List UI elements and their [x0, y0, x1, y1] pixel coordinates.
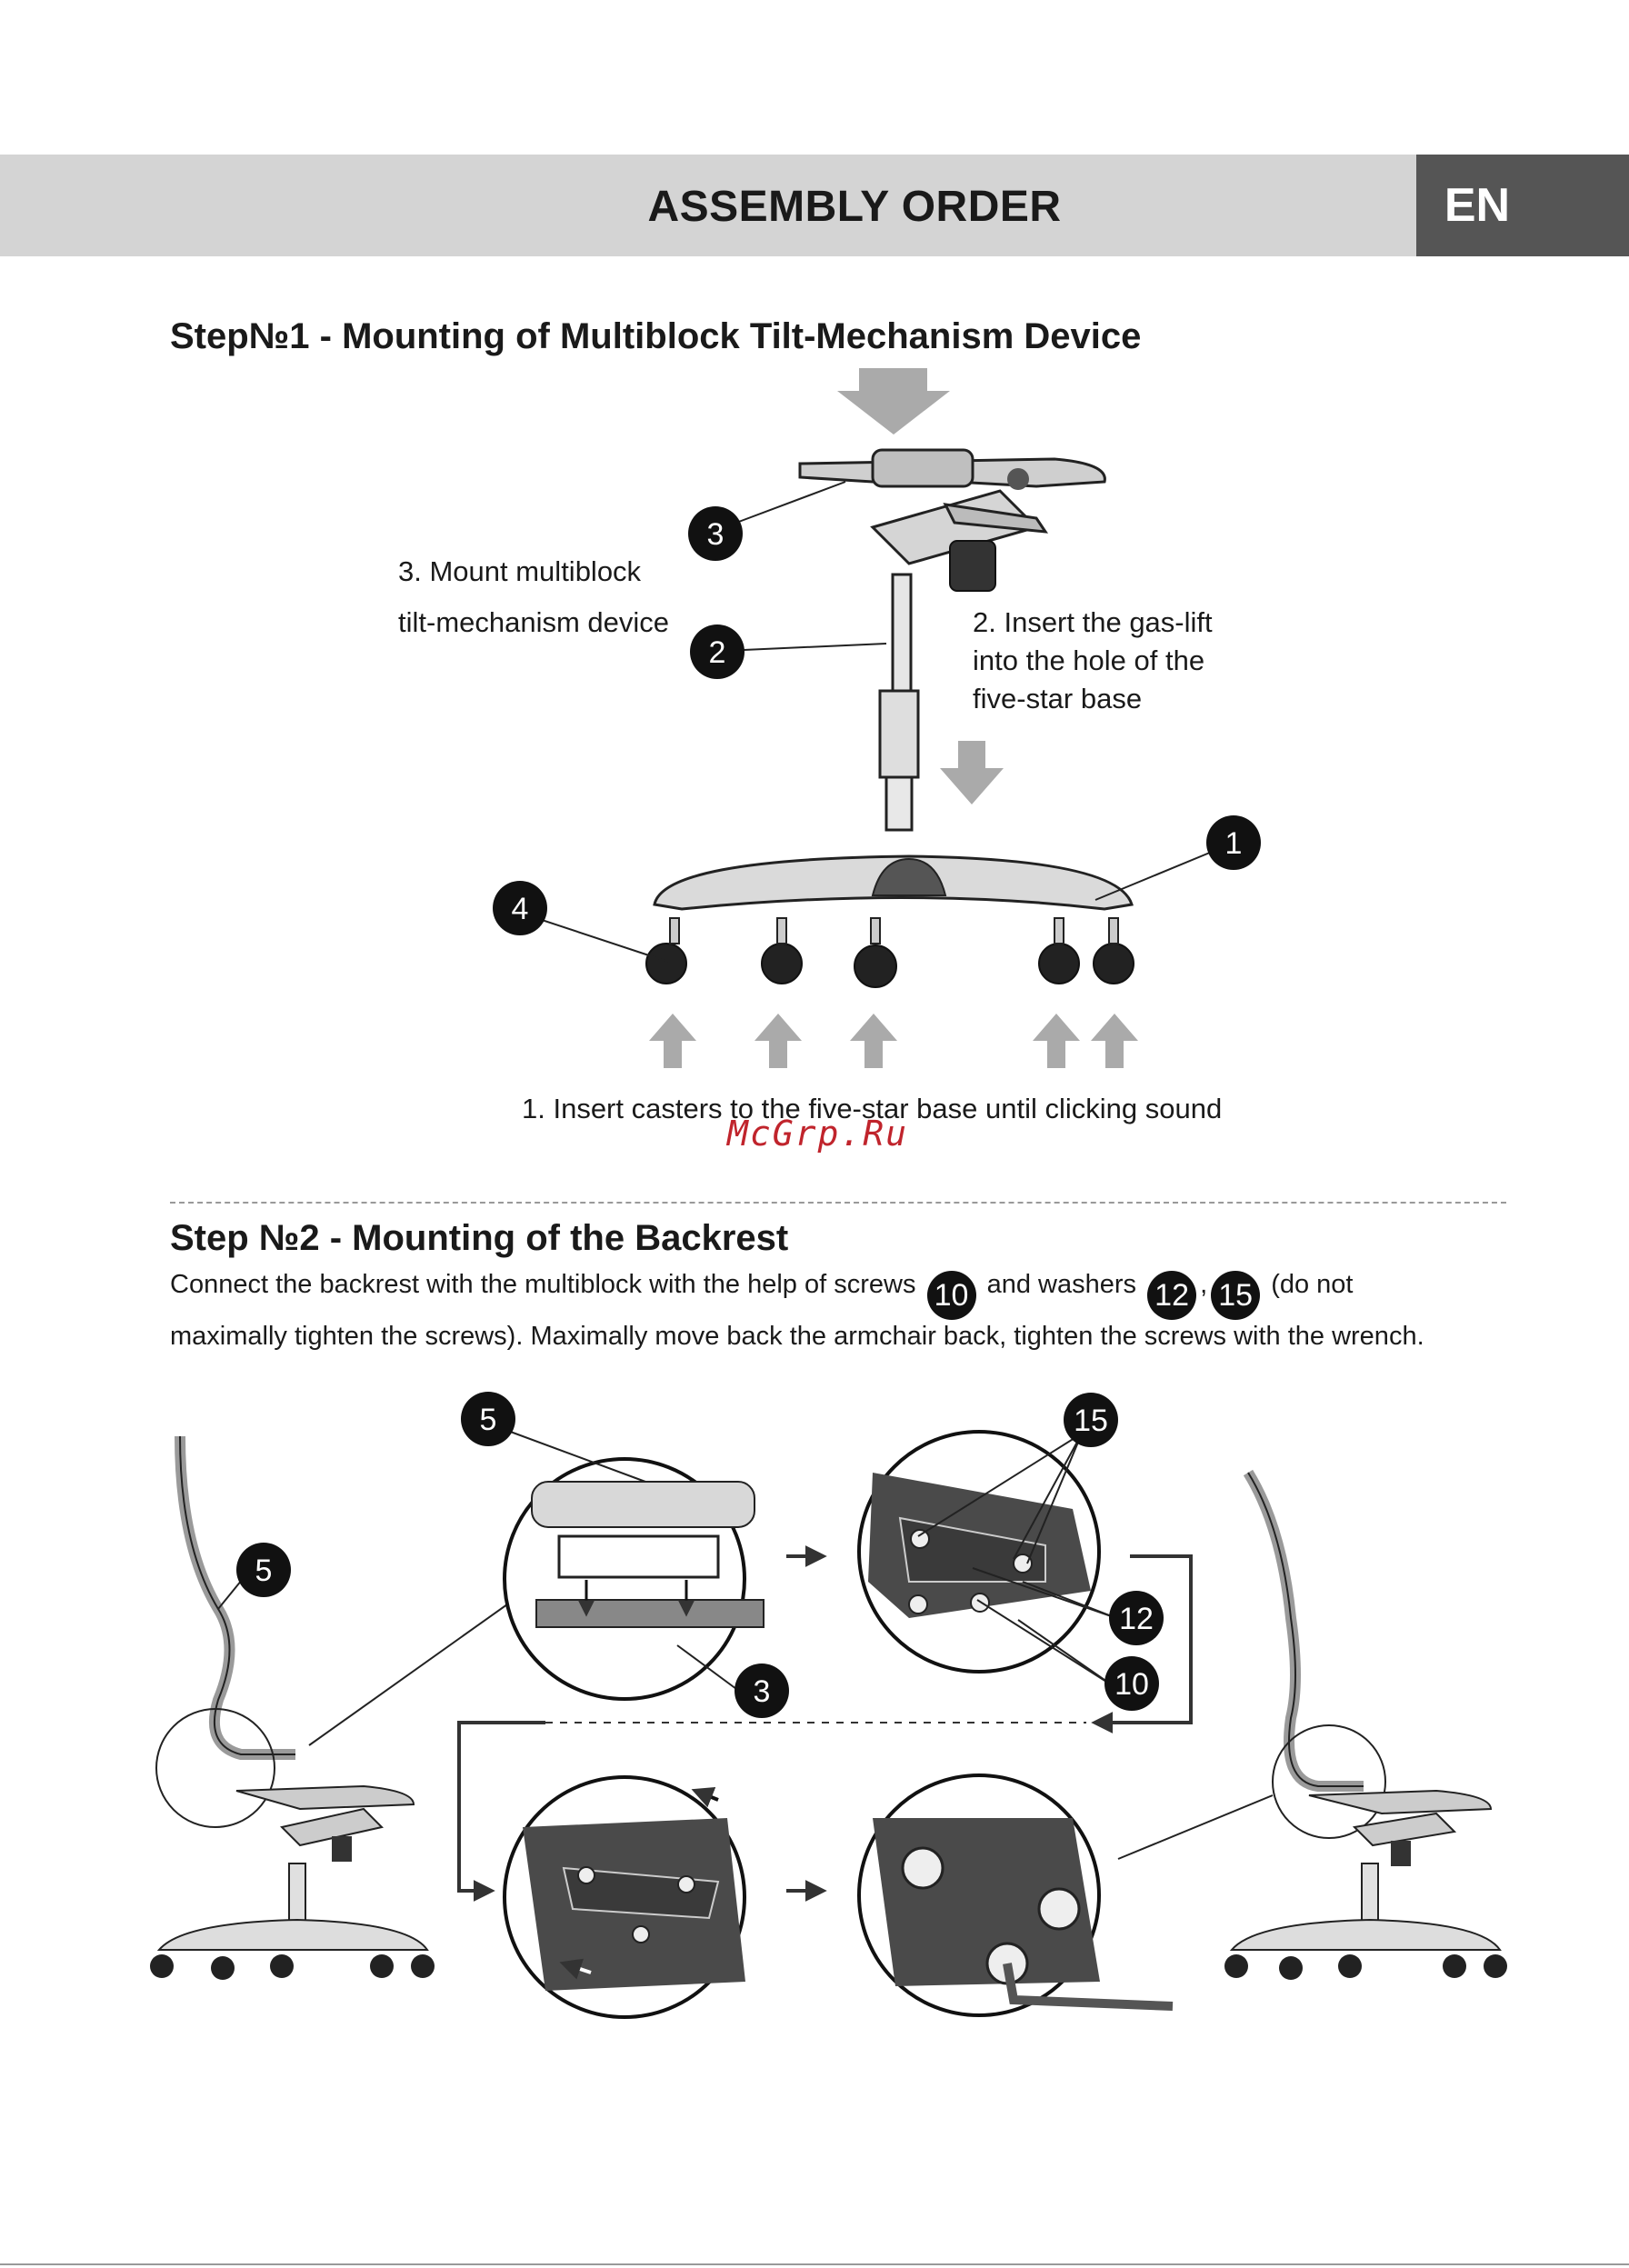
step1-caption-3-line2: tilt-mechanism device: [398, 606, 670, 638]
right-chair-illustration: [1224, 1469, 1507, 1980]
callout-15: 15: [1074, 1404, 1108, 1438]
header-bar: [0, 155, 1416, 256]
callout-12: 12: [1119, 1602, 1154, 1636]
step2-instructions: Connect the backrest with the multiblock…: [170, 1268, 1534, 1353]
gas-lift-illustration: [878, 573, 1004, 832]
callout-1: 1: [1225, 826, 1243, 861]
step2-callouts: 5 5 3 15 12 10: [236, 1392, 1164, 1718]
bottom-rule: [0, 2263, 1629, 2265]
callout-3-detail: 3: [754, 1674, 771, 1709]
detail-circle-wrench: [857, 1773, 1174, 2017]
detail-circle-backrest-joint: [503, 1457, 765, 1701]
step2-text-c: ,: [1200, 1270, 1208, 1299]
callout-5-left: 5: [255, 1554, 273, 1588]
detail-circle-screws-washers: [857, 1430, 1101, 1674]
step2-text-a: Connect the backrest with the multiblock…: [170, 1270, 916, 1299]
down-arrow-icon: [940, 741, 1004, 804]
callout-5-top: 5: [480, 1403, 497, 1437]
step2-title: Step №2 - Mounting of the Backrest: [170, 1218, 789, 1258]
washer-badge-15: 15: [1211, 1271, 1261, 1320]
callout-10: 10: [1114, 1667, 1149, 1702]
language-badge: EN: [1416, 155, 1629, 256]
down-arrow-icon: [837, 368, 950, 435]
step1-caption-2-line1: 2. Insert the gas-lift: [973, 606, 1213, 638]
up-arrows-icon: [649, 1014, 1138, 1068]
washer-badge-12: 12: [1147, 1271, 1197, 1320]
screws-badge: 10: [926, 1271, 976, 1320]
step1-caption-2-line2: into the hole of the: [973, 644, 1205, 676]
step1-title: Step№1 - Mounting of Multiblock Tilt-Mec…: [170, 316, 1142, 356]
callout-4: 4: [512, 892, 529, 926]
page-title: ASSEMBLY ORDER: [647, 183, 1062, 231]
step1-caption-3-line1: 3. Mount multiblock: [398, 555, 642, 587]
section-divider: [170, 1202, 1506, 1204]
tilt-mechanism-illustration: [798, 368, 1106, 592]
step1-caption-2-line3: five-star base: [973, 683, 1143, 714]
step1-caption-1: 1. Insert casters to the five-star base …: [522, 1093, 1223, 1124]
step1-callouts: 3 2 1 4: [493, 506, 1261, 935]
step2-text-b: and washers: [986, 1270, 1137, 1299]
detail-circle-slide-back: [503, 1775, 746, 2019]
left-chair-illustration: [150, 1435, 435, 1980]
callout-2: 2: [709, 635, 726, 670]
watermark: McGrp.Ru: [727, 1114, 909, 1154]
callout-3: 3: [707, 517, 725, 552]
step2-text-e: maximally tighten the screws). Maximally…: [170, 1322, 1424, 1351]
step2-text-d: (do not: [1271, 1270, 1354, 1299]
five-star-base-illustration: [645, 854, 1138, 1068]
